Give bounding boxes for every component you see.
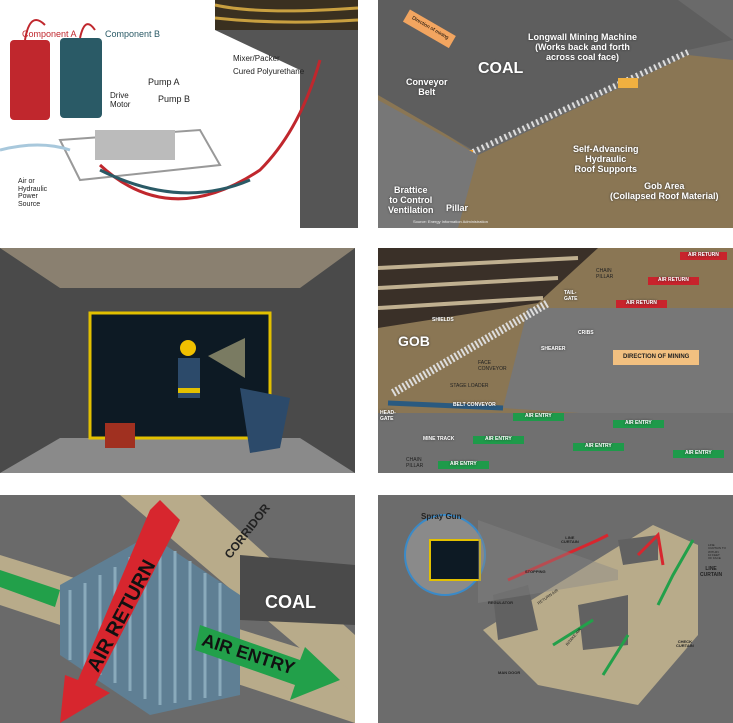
label-stage-loader: STAGE LOADER <box>450 383 489 389</box>
label-conveyor-belt: Conveyor Belt <box>406 77 448 97</box>
label-check-curtain: CHECK CURTAIN <box>676 639 694 649</box>
label-roof-supports: Self-Advancing Hydraulic Roof Supports <box>573 144 639 174</box>
label-drive-motor: Drive Motor <box>110 91 131 109</box>
source-note: Source: Energy Information Administratio… <box>413 219 488 224</box>
label-gob-area: Gob Area (Collapsed Roof Material) <box>610 181 719 201</box>
label-spray-gun: Spray Gun <box>421 512 462 521</box>
air-return-arrow-3: AIR RETURN <box>616 300 667 308</box>
label-shields: SHIELDS <box>432 317 454 323</box>
label-cribs: CRIBS <box>578 330 594 336</box>
label-cured-polyurethane: Cured Polyurethane <box>233 67 305 76</box>
label-coal: COAL <box>265 592 316 612</box>
air-entry-arrow-3: AIR ENTRY <box>473 436 524 444</box>
air-return-arrow-1: AIR RETURN <box>680 252 727 260</box>
label-gob: GOB <box>398 333 430 349</box>
air-entry-arrow-6: AIR ENTRY <box>438 461 489 469</box>
label-headgate: HEAD- GATE <box>380 410 396 422</box>
label-chain-pillar-bottom: CHAIN PILLAR <box>406 457 424 469</box>
label-chain-pillar-top: CHAIN PILLAR <box>596 268 614 280</box>
label-power-source: Air or Hydraulic Power Source <box>18 178 48 209</box>
label-component-a: Component A <box>22 29 77 39</box>
label-brattice: Brattice to Control Ventilation <box>388 185 434 215</box>
label-face-conveyor: FACE CONVEYOR <box>478 360 507 372</box>
label-component-b: Component B <box>105 29 161 39</box>
ventilation-illustration <box>404 514 698 705</box>
panel-ventilation-plan: Spray Gun LINE CURTAIN LINE CURTAIN LINE… <box>378 495 733 723</box>
label-man-door: MAN DOOR <box>498 670 521 675</box>
longwall-detail-illustration <box>378 248 733 473</box>
longwall-illustration <box>378 0 733 228</box>
label-line-curtain-top: LINE CURTAIN <box>561 535 579 545</box>
panel-longwall-overview: Direction of mining COAL Longwall Mining… <box>378 0 733 228</box>
direction-of-mining-arrow: DIRECTION OF MINING <box>613 350 700 365</box>
panel-worker-spraying <box>0 248 355 473</box>
air-entry-arrow-4: AIR ENTRY <box>573 443 624 451</box>
label-mine-track: MINE TRACK <box>423 436 455 442</box>
panel-air-flow: AIR RETURN CORRIDOR COAL AIR ENTRY <box>0 495 355 723</box>
worker-illustration <box>0 248 355 473</box>
label-shearer: SHEARER <box>541 346 566 352</box>
label-pillar: Pillar <box>446 203 469 213</box>
air-entry-arrow-2: AIR ENTRY <box>613 420 664 428</box>
label-coal: COAL <box>478 60 524 77</box>
label-line-curtain-note: LINE CURTAIN TO WITHIN 10 FEET OF FACE <box>708 543 726 561</box>
label-mixer-packer: Mixer/Packer <box>233 54 280 63</box>
equipment-illustration <box>0 0 358 228</box>
panel-longwall-detail: AIR RETURN AIR RETURN AIR RETURN CHAIN P… <box>378 248 733 473</box>
label-line-curtain-right: LINE CURTAIN <box>700 566 723 578</box>
panel-spray-equipment: Component A Component B Drive Motor Pump… <box>0 0 358 228</box>
air-entry-arrow-5: AIR ENTRY <box>673 450 724 458</box>
label-regulator: REGULATOR <box>488 600 513 605</box>
label-stopping: STOPPING <box>525 569 546 574</box>
label-belt-conveyor: BELT CONVEYOR <box>453 402 496 408</box>
label-pump-b: Pump B <box>158 94 191 104</box>
label-tailgate: TAIL- GATE <box>564 290 578 302</box>
air-entry-arrow-1: AIR ENTRY <box>513 413 564 421</box>
air-return-arrow-2: AIR RETURN <box>648 277 699 285</box>
air-flow-illustration <box>0 495 355 723</box>
label-pump-a: Pump A <box>148 77 180 87</box>
label-longwall-machine: Longwall Mining Machine (Works back and … <box>528 32 637 62</box>
